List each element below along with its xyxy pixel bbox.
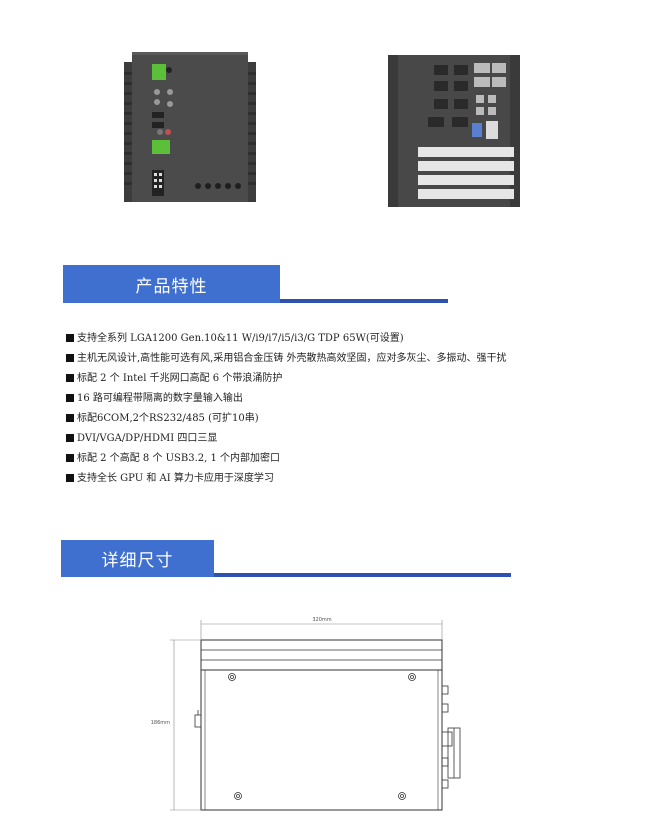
list-item: 标配6COM,2个RS232/485 (可扩10串)	[66, 409, 626, 429]
list-item: 主机无风设计,高性能可选有风,采用铝合金压铸 外壳散热高效坚固，应对多灰尘、多振…	[66, 349, 626, 369]
square-bullet-icon	[66, 374, 74, 382]
square-bullet-icon	[66, 414, 74, 422]
square-bullet-icon	[66, 474, 74, 482]
list-item: 标配 2 个高配 8 个 USB3.2, 1 个内部加密口	[66, 449, 626, 469]
feature-list: 支持全系列 LGA1200 Gen.10&11 W/i9/i7/i5/i3/G …	[66, 329, 626, 489]
section-rule	[61, 573, 511, 577]
square-bullet-icon	[66, 434, 74, 442]
list-item: 标配 2 个 Intel 千兆网口高配 6 个带浪涌防护	[66, 369, 626, 389]
square-bullet-icon	[66, 354, 74, 362]
features-section-title: 产品特性	[63, 265, 280, 303]
dimension-drawing: 320mm 186mm	[151, 617, 461, 811]
product-rear-photo	[388, 55, 520, 207]
list-item: 支持全长 GPU 和 AI 算力卡应用于深度学习	[66, 469, 626, 489]
list-item: 支持全系列 LGA1200 Gen.10&11 W/i9/i7/i5/i3/G …	[66, 329, 626, 349]
product-front-photo	[124, 52, 256, 202]
list-item: DVI/VGA/DP/HDMI 四口三显	[66, 429, 626, 449]
list-item: 16 路可编程带隔离的数字量输入输出	[66, 389, 626, 409]
square-bullet-icon	[66, 394, 74, 402]
width-dimension-label: 320mm	[312, 617, 331, 623]
square-bullet-icon	[66, 334, 74, 342]
features-section-header: 产品特性	[63, 265, 448, 303]
height-dimension-label: 186mm	[151, 720, 170, 726]
square-bullet-icon	[66, 454, 74, 462]
dimensions-section-title: 详细尺寸	[61, 540, 214, 577]
dimensions-section-header: 详细尺寸	[61, 540, 511, 577]
